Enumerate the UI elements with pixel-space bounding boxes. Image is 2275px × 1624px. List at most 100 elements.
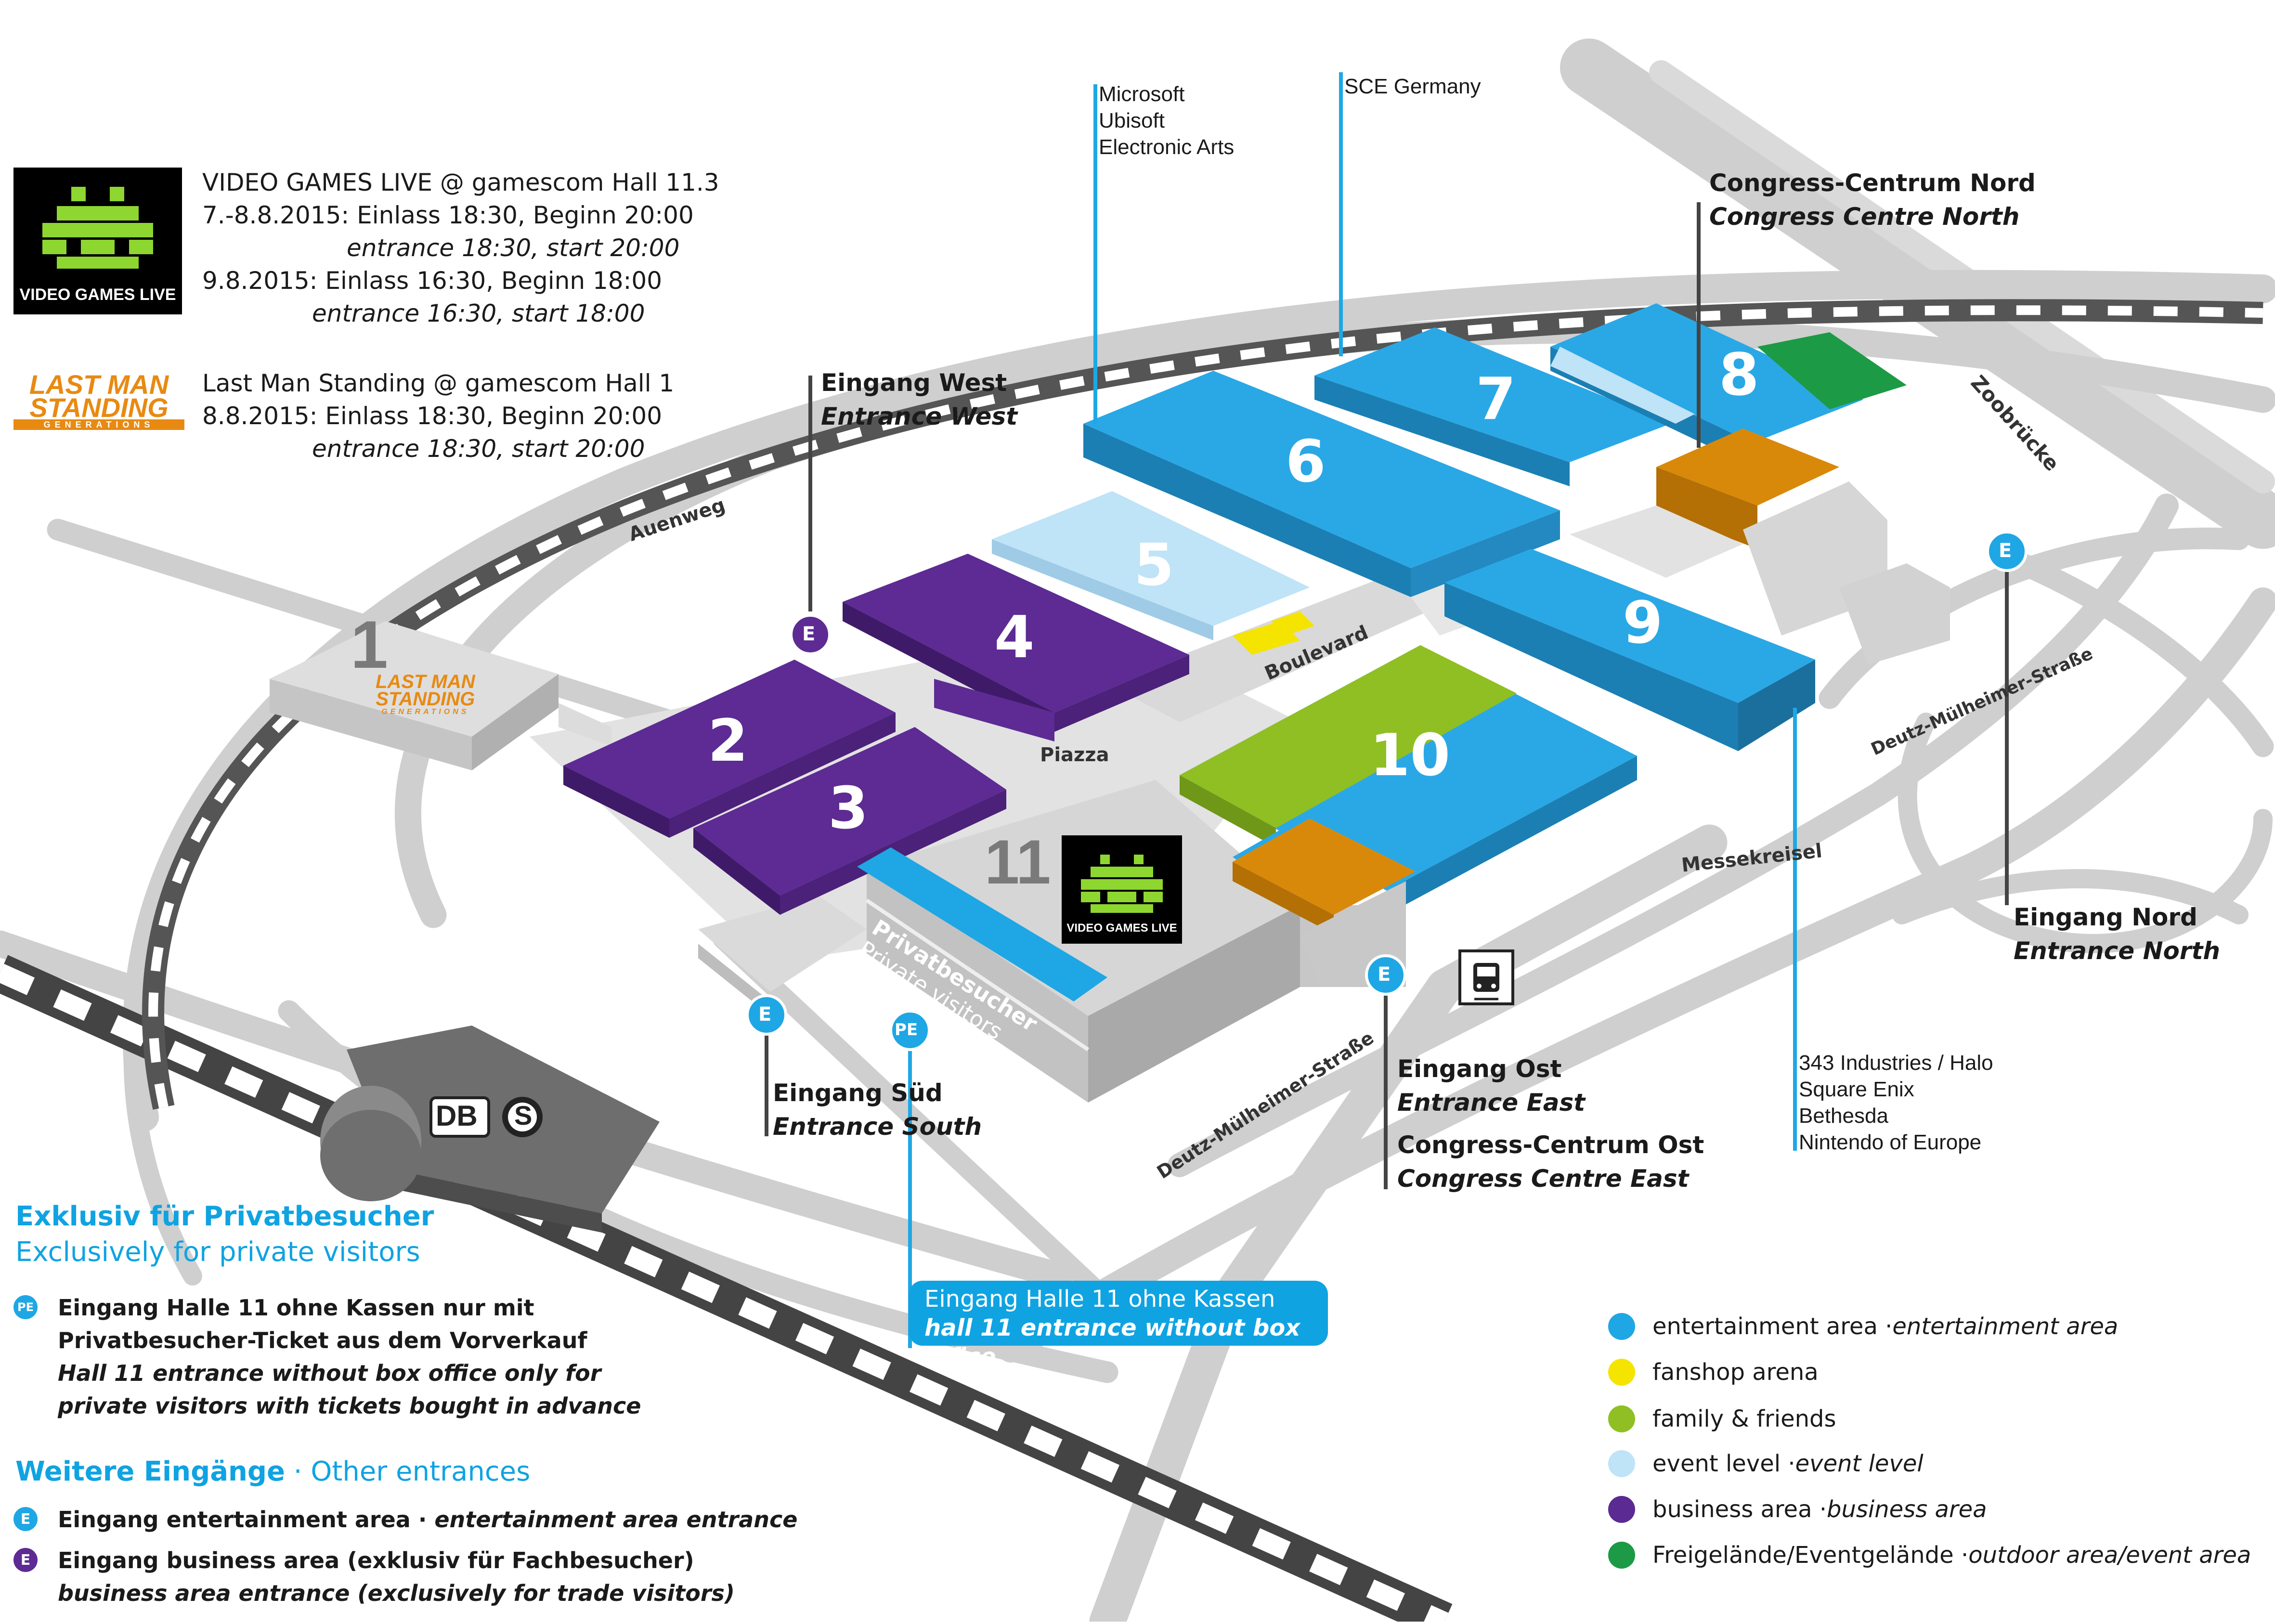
exhibitor-nintendo: Nintendo of Europe — [1799, 1130, 1982, 1154]
hall-11-vgl-logo-text: VIDEO GAMES LIVE — [1066, 922, 1177, 935]
hall-11-vgl-logo: VIDEO GAMES LIVE — [1062, 835, 1182, 944]
legend-label-fanshop: fanshop arena — [1652, 1359, 1819, 1386]
hall-number-5: 5 — [1134, 532, 1174, 599]
fanshop-arena — [1233, 611, 1314, 655]
hall-9 — [1444, 549, 1815, 751]
outdoor-area — [1757, 332, 1907, 409]
legend-label-event: event level · — [1652, 1450, 1795, 1477]
pe-desc-en-2: private visitors with tickets bought in … — [58, 1393, 641, 1419]
other-title-sep: · — [285, 1456, 311, 1487]
legend-label-business: business area · — [1652, 1496, 1827, 1523]
pointer-lines — [765, 72, 2009, 1348]
entrance-south-en: Entrance South — [773, 1113, 982, 1141]
entrance-north-en: Entrance North — [2014, 937, 2220, 965]
hall-1 — [270, 621, 611, 770]
entrance-north-label-block: Eingang Nord Entrance North — [2014, 900, 2220, 968]
pe-desc-en-1: Hall 11 entrance without box office only… — [58, 1360, 601, 1386]
other-e1-en: entertainment area entrance — [434, 1507, 798, 1533]
s-bahn-label: S — [514, 1100, 533, 1130]
entrance-south-label: E — [758, 1003, 772, 1026]
hall-number-10: 10 — [1370, 722, 1450, 789]
entrance-west-de: Eingang West — [821, 369, 1007, 397]
lms-logo-line3: GENERATIONS — [13, 419, 184, 430]
s-bahn-icon — [502, 1097, 543, 1137]
entrance-east-en: Entrance East — [1397, 1089, 1586, 1117]
hall-4 — [843, 554, 1189, 741]
lms-date-1: 8.8.2015: Einlass 18:30, Beginn 20:00 — [202, 402, 663, 430]
legend-dot-business — [1608, 1496, 1635, 1523]
legend-label-event-en: event level — [1795, 1450, 1924, 1477]
legend-fanshop: fanshop arena — [1608, 1355, 1819, 1389]
exhibitor-microsoft: Microsoft — [1099, 82, 1185, 106]
entrance-east-de: Eingang Ost — [1397, 1055, 1562, 1083]
hall-number-11: 11 — [985, 827, 1051, 897]
lms-date-1-en: entrance 18:30, start 20:00 — [312, 435, 645, 463]
hall-11-private-visitors-sign — [857, 847, 1107, 1001]
other-e2-de: Eingang business area (exklusiv für Fach… — [58, 1547, 694, 1573]
hall-number-1: 1 — [351, 607, 388, 682]
entrance-badges — [746, 531, 2028, 1051]
legend-label-entertainment: entertainment area · — [1652, 1313, 1893, 1340]
entrance-north-de: Eingang Nord — [2014, 903, 2197, 931]
entrance-south-label-block: Eingang Süd Entrance South — [773, 1076, 982, 1143]
legend-label-family: family & friends — [1652, 1405, 1836, 1432]
callout-en: hall 11 entrance without box office — [924, 1314, 1300, 1370]
entertainment-entrance-badge: E — [13, 1507, 49, 1531]
lms-title: Last Man Standing @ gamescom Hall 1 — [202, 369, 675, 397]
hall-8 — [1550, 303, 1863, 467]
hall-number-2: 2 — [708, 708, 748, 775]
hall-7 — [1314, 327, 1671, 486]
vgl-date-1: 7.-8.8.2015: Einlass 18:30, Beginn 20:00 — [202, 201, 694, 229]
entrance-north-icon — [1986, 531, 2028, 572]
private-entrance-pe-map-icon — [889, 1010, 931, 1051]
db-icon — [429, 1096, 490, 1138]
entrance-south-de: Eingang Süd — [773, 1079, 943, 1107]
exhibitor-ubisoft: Ubisoft — [1099, 109, 1165, 132]
legend-label-business-en: business area — [1827, 1496, 1987, 1523]
private-title-en: Exclusively for private visitors — [15, 1236, 420, 1268]
entrance-e-icon: E — [13, 1507, 38, 1531]
hall-number-8: 8 — [1719, 342, 1759, 409]
legend-entertainment: entertainment area · entertainment area — [1608, 1310, 2118, 1343]
pe-badge: PE — [13, 1295, 49, 1319]
legend-dot-event — [1608, 1450, 1635, 1477]
pe-desc-de-1: Eingang Halle 11 ohne Kassen nur mit — [58, 1295, 534, 1321]
congress-east-en: Congress Centre East — [1397, 1165, 1689, 1193]
congress-east-de: Congress-Centrum Ost — [1397, 1131, 1704, 1159]
hall-1-lms-logo-line2: STANDING — [376, 689, 475, 710]
hall-6 — [1083, 371, 1560, 597]
lms-event-info: Last Man Standing @ gamescom Hall 1 8.8.… — [202, 367, 674, 465]
pe-description: Eingang Halle 11 ohne Kassen nur mit Pri… — [58, 1291, 641, 1422]
lms-logo-line1: LAST MAN — [29, 369, 169, 400]
vgl-date-2: 9.8.2015: Einlass 16:30, Beginn 18:00 — [202, 267, 663, 295]
hall-number-3: 3 — [828, 775, 869, 842]
entrance-business-west-label: E — [802, 623, 816, 645]
entrance-east-label-block: Eingang Ost Entrance East Congress-Centr… — [1397, 1052, 1704, 1195]
other-title-de: Weitere Eingänge — [15, 1456, 285, 1487]
legend-event: event level · event level — [1608, 1447, 1924, 1481]
exhibitor-sce-germany: SCE Germany — [1344, 75, 1481, 98]
tram-icon — [1458, 949, 1514, 1005]
legend-dot-fanshop — [1608, 1359, 1635, 1386]
street-piazza: Piazza — [1040, 744, 1109, 766]
entrance-east-label: E — [1378, 963, 1391, 986]
train-station — [320, 1026, 660, 1233]
entrance-north-label: E — [1999, 540, 2012, 562]
legend-label-outdoor-en: outdoor area/event area — [1968, 1542, 2251, 1569]
legend-outdoor: Freigelände/Eventgelände · outdoor area/… — [1608, 1538, 2251, 1572]
pe-desc-de-2: Privatbesucher-Ticket aus dem Vorverkauf — [58, 1327, 587, 1353]
vgl-logo-text: VIDEO GAMES LIVE — [19, 286, 176, 304]
exhibitors-hall-7: SCE Germany — [1344, 73, 1481, 100]
exhibitor-343-industries: 343 Industries / Halo — [1799, 1051, 1993, 1075]
legend-business: business area · business area — [1608, 1493, 1987, 1526]
exhibitor-bethesda: Bethesda — [1799, 1104, 1888, 1128]
railway-tracks — [0, 299, 2263, 1624]
hall-1-lms-logo: LAST MAN STANDING GENERATIONS — [376, 672, 475, 716]
vgl-title: VIDEO GAMES LIVE @ gamescom Hall 11.3 — [202, 169, 719, 196]
other-title-en: Other entrances — [311, 1456, 531, 1487]
private-entrance-pe-icon: PE — [13, 1295, 38, 1319]
legend-family: family & friends — [1608, 1402, 1836, 1436]
vgl-event-info: VIDEO GAMES LIVE @ gamescom Hall 11.3 7.… — [202, 166, 719, 330]
